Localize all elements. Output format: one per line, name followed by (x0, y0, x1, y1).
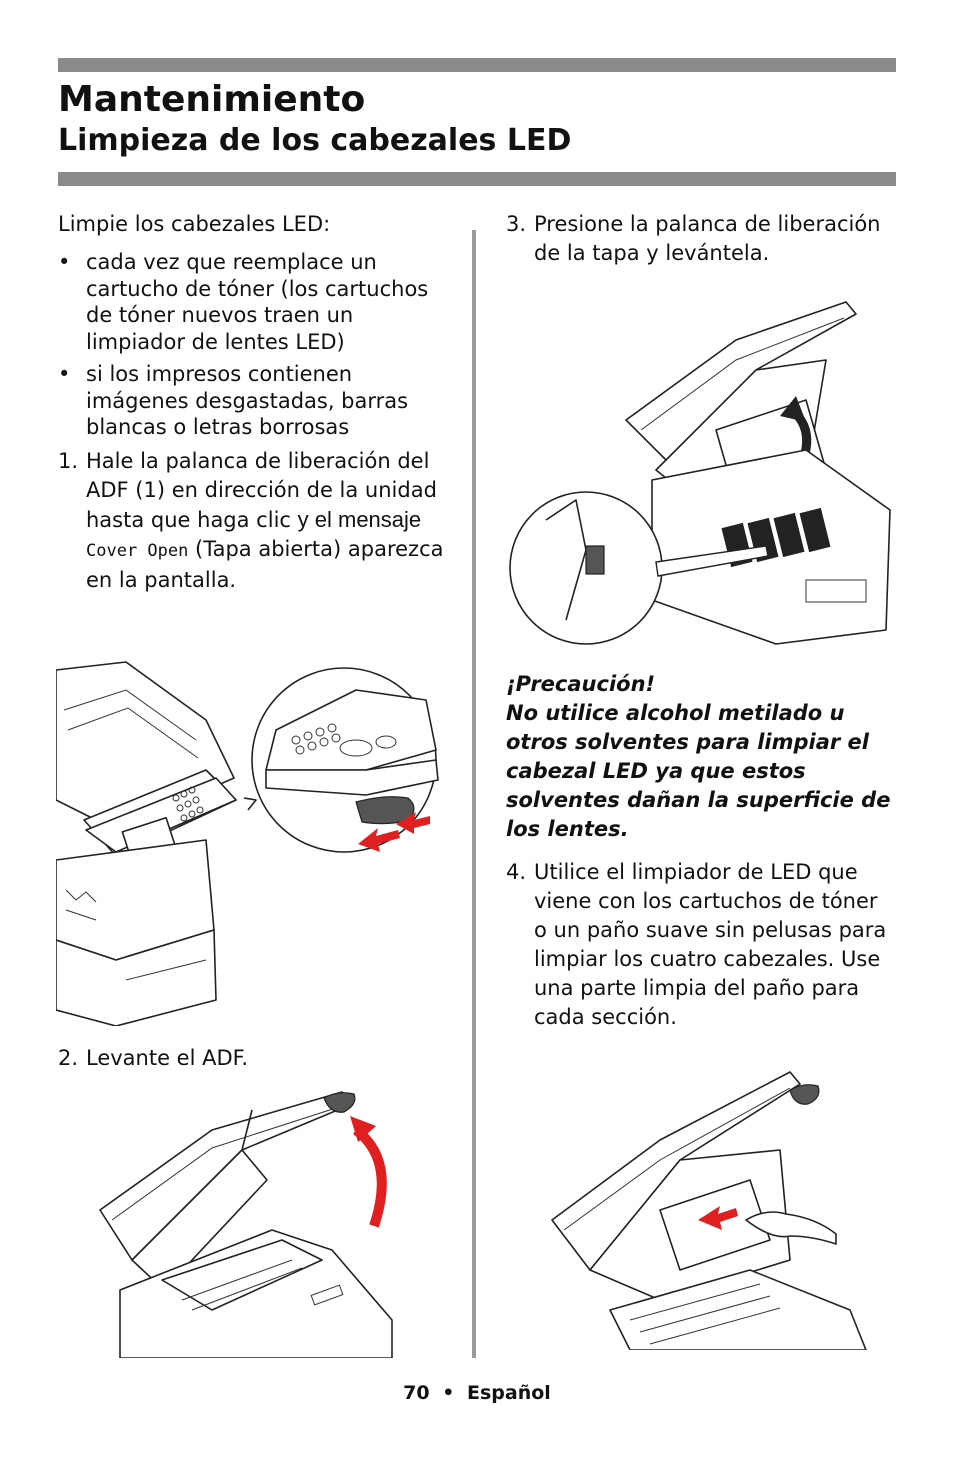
page-title: Mantenimiento (58, 79, 366, 120)
step-text: Levante el ADF. (86, 1046, 249, 1070)
left-column: Limpie los cabezales LED: cada vez que r… (58, 210, 450, 595)
list-item: si los impresos contienen imágenes desga… (58, 361, 450, 441)
printer-led-cleaning-illustration (551, 1071, 867, 1350)
footer-separator: • (442, 1382, 455, 1404)
step-3: 3. Presione la palanca de liberación de … (506, 210, 896, 268)
header-rule-bottom (58, 172, 896, 186)
caution-heading: ¡Precaución! (506, 672, 656, 696)
bullet-list: cada vez que reemplace un cartucho de tó… (58, 249, 450, 441)
printer-adf-release-illustration (56, 661, 439, 1026)
step-number: 3. (506, 212, 527, 236)
step-text: (Tapa abierta) aparezca en la pantalla. (86, 536, 444, 592)
page-number: 70 (403, 1382, 430, 1404)
column-divider (472, 230, 476, 1358)
caution-text: No utilice alcohol metilado u otros solv… (506, 701, 891, 841)
printer-adf-lifted-illustration (99, 1091, 393, 1358)
step-2: 2. Levante el ADF. (58, 1044, 450, 1073)
page-subtitle: Limpieza de los cabezales LED (58, 123, 572, 158)
header-rule-top (58, 58, 896, 72)
step-4: 4. Utilice el limpiador de LED que viene… (506, 858, 896, 1032)
step-number: 2. (58, 1046, 79, 1070)
page-footer: 70 • Español (0, 1382, 954, 1404)
step-1: 1. Hale la palanca de liberación del ADF… (58, 447, 450, 595)
display-message: Cover Open (86, 540, 189, 561)
footer-language: Español (467, 1382, 551, 1404)
step-text: y el mensaje (297, 506, 422, 532)
step-text: Presione la palanca de liberación de la … (534, 212, 881, 265)
intro-text: Limpie los cabezales LED: (58, 212, 331, 236)
step-text: Hale la palanca de liberación del ADF (1… (86, 448, 437, 532)
list-item: cada vez que reemplace un cartucho de tó… (58, 249, 450, 355)
caution-box: ¡Precaución! No utilice alcohol metilado… (506, 670, 896, 844)
step-number: 4. (506, 860, 527, 884)
step-text: Utilice el limpiador de LED que viene co… (534, 860, 887, 1029)
step-number: 1. (58, 448, 79, 473)
printer-cover-release-illustration (509, 301, 891, 645)
